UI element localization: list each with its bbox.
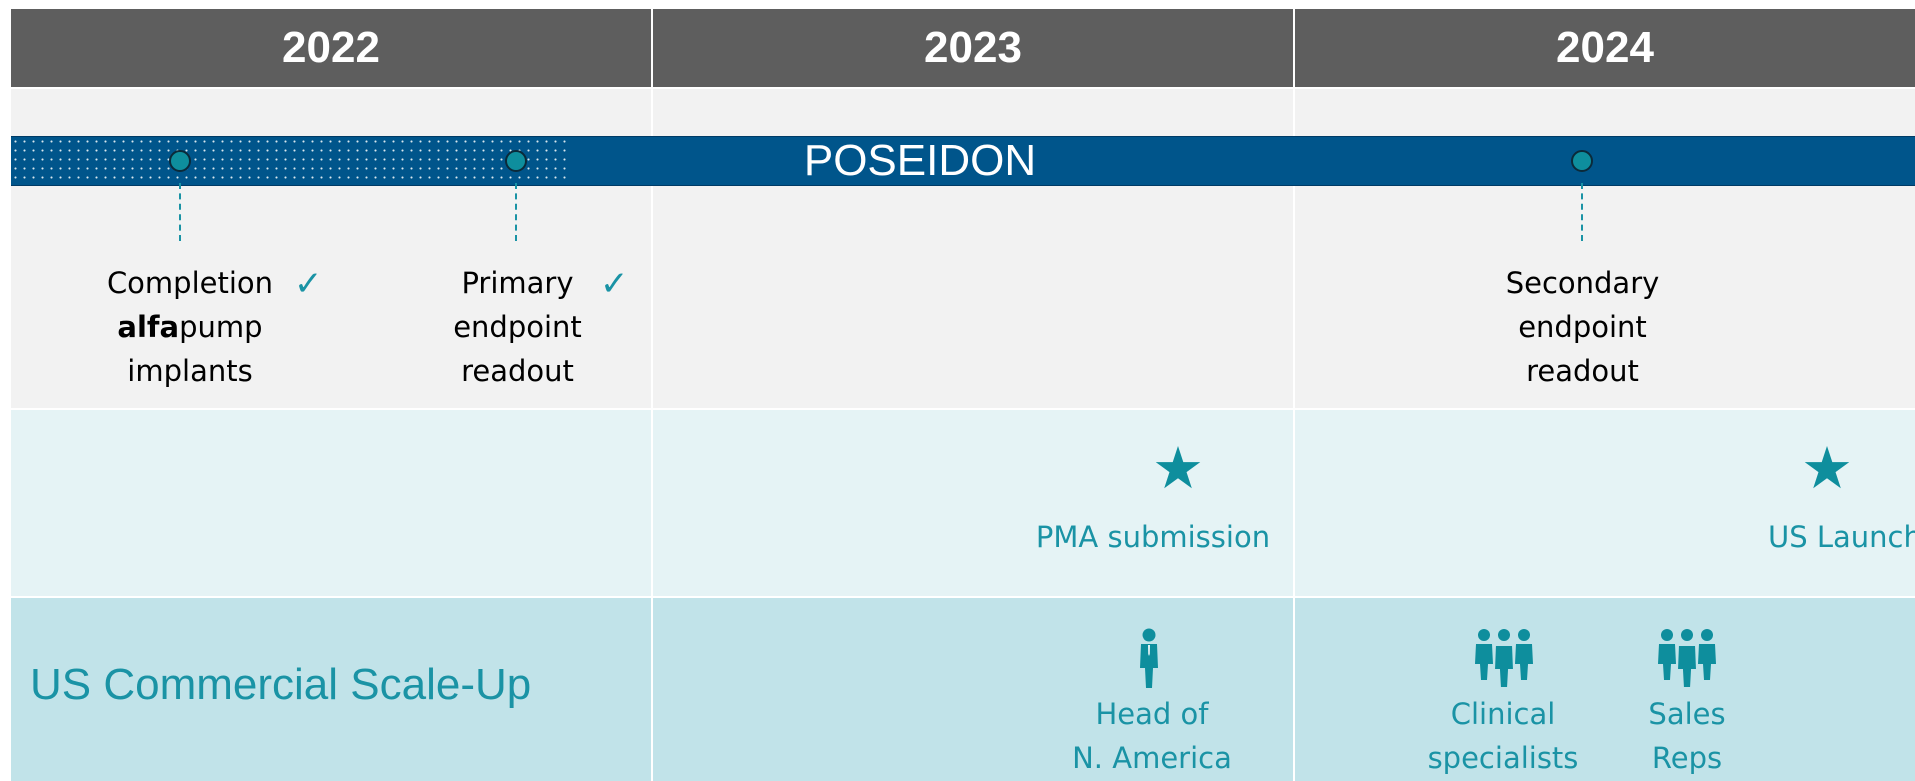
sales-reps-line1: Sales (1648, 697, 1726, 731)
milestone-completion-line1: Completion (106, 266, 274, 300)
milestone-secondary-line1: Secondary (1505, 266, 1660, 300)
milestone-secondary-line2: endpoint (1518, 310, 1647, 344)
trial-completed-segment (11, 136, 572, 186)
check-icon-completion: ✓ (294, 264, 323, 304)
check-icon-primary: ✓ (600, 264, 629, 304)
milestone-primary: Primary endpoint readout (430, 261, 605, 393)
brand-alfa: alfa (117, 310, 180, 344)
clinical-specialists-line2: specialists (1427, 741, 1579, 775)
year-header-2024: 2024 (1295, 9, 1915, 87)
group-icon-clinical (1475, 629, 1533, 688)
milestone-connector-secondary (1581, 183, 1583, 241)
group-icon-sales (1658, 629, 1716, 688)
milestone-primary-line3: readout (461, 354, 574, 388)
year-header-2023: 2023 (653, 9, 1293, 87)
milestone-completion-line2: alfapump (85, 305, 295, 349)
milestone-primary-line1: Primary (461, 266, 574, 300)
milestone-dot-secondary (1571, 150, 1593, 172)
star-icon-launch: ★ (1801, 434, 1853, 502)
head-of-na-line1: Head of (1095, 697, 1209, 731)
head-of-na-label: Head of N. America (1049, 692, 1255, 780)
milestone-primary-line2: endpoint (453, 310, 582, 344)
column-divider-2024 (1293, 89, 1295, 781)
commercial-row-title: US Commercial Scale-Up (30, 660, 532, 709)
us-launch-label: US Launch (1768, 520, 1915, 554)
milestone-dot-primary (505, 150, 527, 172)
star-icon-pma: ★ (1152, 434, 1204, 502)
milestone-secondary-line3: readout (1526, 354, 1639, 388)
commercial-row (11, 598, 1915, 781)
sales-reps-line2: Reps (1651, 741, 1723, 775)
clinical-specialists-label: Clinical specialists (1407, 692, 1599, 780)
milestone-completion: Completion alfapump implants (85, 261, 295, 393)
milestone-connector-completion (179, 183, 181, 241)
trial-name-label: POSEIDON (803, 136, 1037, 185)
milestone-secondary: Secondary endpoint readout (1490, 261, 1675, 393)
person-icon (1140, 628, 1158, 688)
column-divider-2023 (651, 89, 653, 781)
milestone-connector-primary (515, 183, 517, 241)
milestone-completion-line3: implants (127, 354, 253, 388)
milestone-dot-completion (169, 150, 191, 172)
regulatory-row (11, 410, 1915, 596)
brand-pump: pump (179, 310, 263, 344)
head-of-na-line2: N. America (1072, 741, 1232, 775)
year-header-2022: 2022 (11, 9, 651, 87)
pma-submission-label: PMA submission (1035, 520, 1271, 554)
clinical-specialists-line1: Clinical (1450, 697, 1556, 731)
sales-reps-label: Sales Reps (1627, 692, 1747, 780)
